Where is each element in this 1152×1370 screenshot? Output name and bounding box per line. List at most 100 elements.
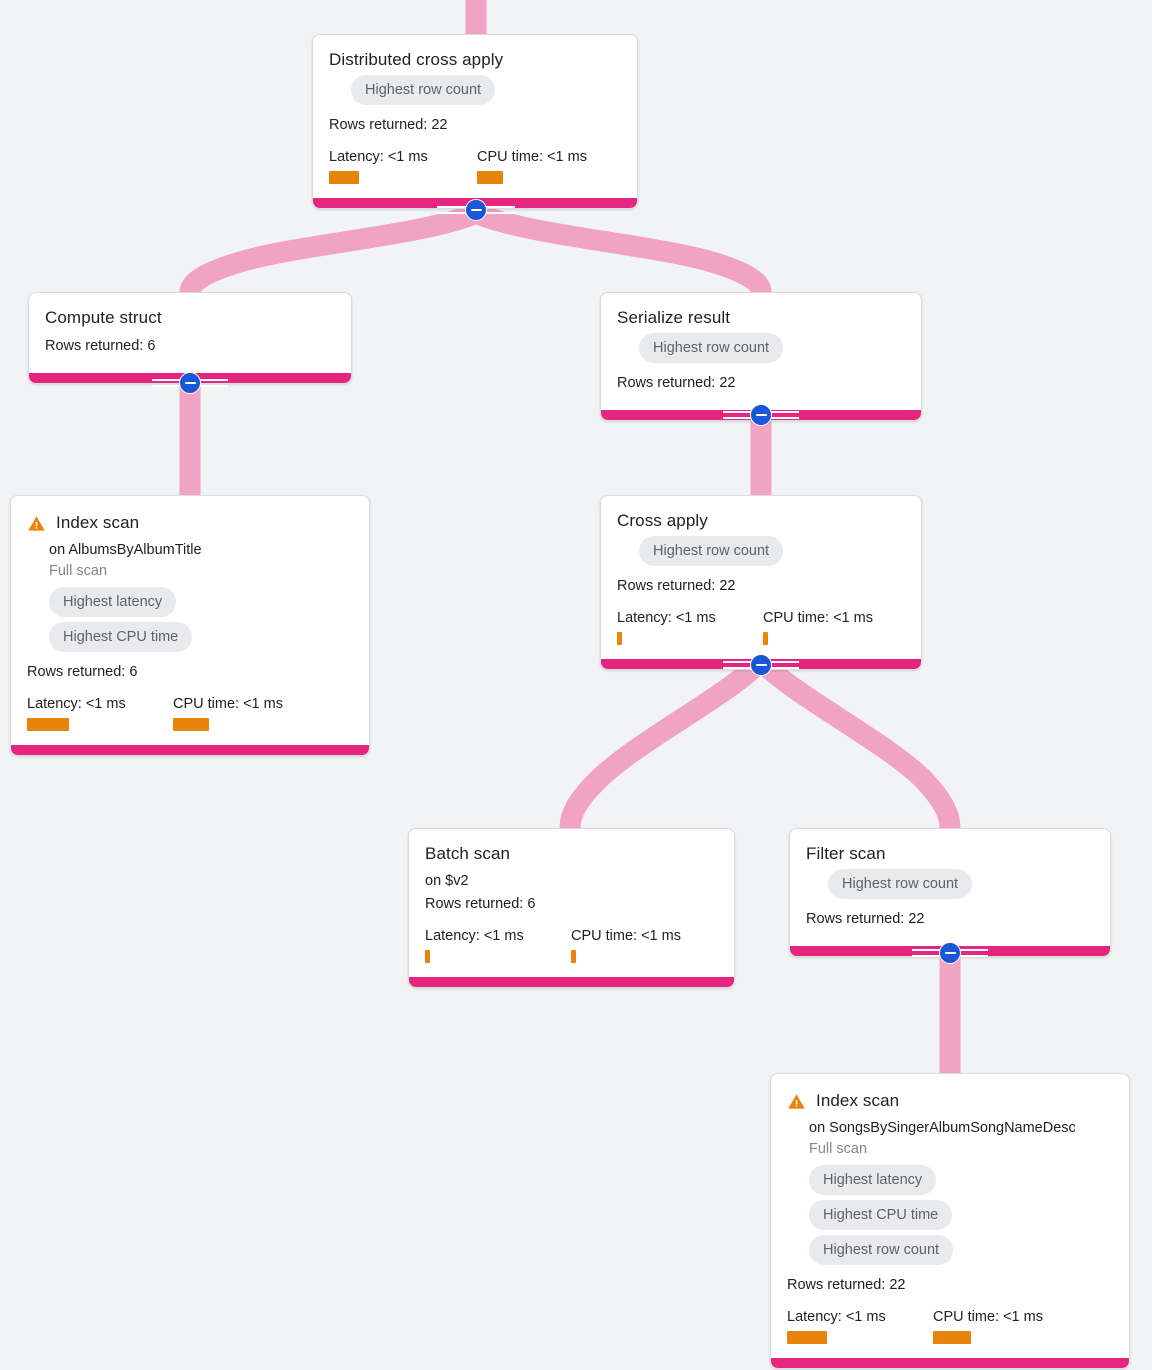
warning-triangle-icon xyxy=(28,515,45,531)
collapse-toggle-distributed-cross-apply[interactable] xyxy=(465,199,487,221)
cpu-label: CPU time: <1 ms xyxy=(933,1309,1043,1325)
edge-cross-apply-filter-scan xyxy=(756,656,961,829)
node-body: Compute struct Rows returned: 6 xyxy=(29,293,351,373)
node-title: Index scan xyxy=(56,513,140,532)
node-body: Index scan on AlbumsByAlbumTitle Full sc… xyxy=(11,496,369,745)
status-badge-highest-row-count: Highest row count xyxy=(639,536,784,566)
badge-row: Highest row count xyxy=(329,75,621,110)
cpu-metric: CPU time: <1 ms xyxy=(173,695,283,731)
rows-returned: Rows returned: 6 xyxy=(425,896,536,912)
latency-metric: Latency: <1 ms xyxy=(425,927,571,963)
node-body: Serialize result Highest row count Rows … xyxy=(601,293,921,410)
latency-metric: Latency: <1 ms xyxy=(27,695,173,731)
node-footer xyxy=(409,977,734,987)
cpu-bar xyxy=(763,632,768,645)
edge-root-compute-struct xyxy=(179,204,478,294)
latency-label: Latency: <1 ms xyxy=(329,149,428,165)
node-index-scan-albums[interactable]: Index scan on AlbumsByAlbumTitle Full sc… xyxy=(10,495,370,756)
cpu-label: CPU time: <1 ms xyxy=(477,149,587,165)
node-title: Filter scan xyxy=(806,844,886,863)
rows-returned: Rows returned: 22 xyxy=(787,1277,906,1293)
badge-row: Highest latency Highest CPU time xyxy=(27,587,353,657)
scan-type: Full scan xyxy=(809,1141,868,1157)
edge-cross-apply-batch-scan xyxy=(559,656,766,829)
cpu-bar xyxy=(571,950,576,963)
node-footer xyxy=(771,1358,1129,1368)
collapse-toggle-filter-scan[interactable] xyxy=(939,942,961,964)
node-title: Serialize result xyxy=(617,308,731,327)
cpu-bar xyxy=(173,718,209,731)
badge-row: Highest row count xyxy=(617,333,905,368)
cpu-label: CPU time: <1 ms xyxy=(173,696,283,712)
index-name: on SongsBySingerAlbumSongNameDesc xyxy=(809,1120,1076,1136)
latency-bar xyxy=(329,171,359,184)
latency-bar xyxy=(617,632,622,645)
node-body: Distributed cross apply Highest row coun… xyxy=(313,35,637,198)
latency-bar xyxy=(27,718,69,731)
cpu-bar xyxy=(477,171,503,184)
cpu-label: CPU time: <1 ms xyxy=(763,610,873,626)
rows-returned: Rows returned: 6 xyxy=(27,664,138,680)
status-badge-highest-row-count: Highest row count xyxy=(809,1235,954,1265)
node-serialize-result[interactable]: Serialize result Highest row count Rows … xyxy=(600,292,922,421)
status-badge-highest-row-count: Highest row count xyxy=(828,869,973,899)
status-badge-highest-cpu-time: Highest CPU time xyxy=(809,1200,953,1230)
node-batch-scan[interactable]: Batch scan on $v2 Rows returned: 6 Laten… xyxy=(408,828,735,988)
latency-metric: Latency: <1 ms xyxy=(617,609,763,645)
node-distributed-cross-apply[interactable]: Distributed cross apply Highest row coun… xyxy=(312,34,638,209)
cpu-bar xyxy=(933,1331,971,1344)
collapse-toggle-serialize-result[interactable] xyxy=(750,404,772,426)
latency-label: Latency: <1 ms xyxy=(27,696,126,712)
node-title: Distributed cross apply xyxy=(329,50,504,69)
node-compute-struct[interactable]: Compute struct Rows returned: 6 xyxy=(28,292,352,384)
latency-metric: Latency: <1 ms xyxy=(329,148,477,184)
node-header: Index scan xyxy=(27,512,353,534)
node-header: Index scan xyxy=(787,1090,1113,1112)
metrics-row: Latency: <1 ms CPU time: <1 ms xyxy=(329,148,621,184)
collapse-toggle-compute-struct[interactable] xyxy=(179,372,201,394)
status-badge-highest-row-count: Highest row count xyxy=(639,333,784,363)
node-cross-apply[interactable]: Cross apply Highest row count Rows retur… xyxy=(600,495,922,670)
node-title: Cross apply xyxy=(617,511,708,530)
cpu-metric: CPU time: <1 ms xyxy=(933,1308,1043,1344)
edge-root-serialize-result xyxy=(474,204,772,294)
rows-returned: Rows returned: 6 xyxy=(45,338,156,354)
metrics-row: Latency: <1 ms CPU time: <1 ms xyxy=(27,695,353,731)
latency-bar xyxy=(787,1331,827,1344)
scan-source: on $v2 xyxy=(425,873,469,889)
node-index-scan-songs[interactable]: Index scan on SongsBySingerAlbumSongName… xyxy=(770,1073,1130,1369)
metrics-row: Latency: <1 ms CPU time: <1 ms xyxy=(425,927,718,963)
badge-row: Highest row count xyxy=(806,869,1094,904)
node-title: Index scan xyxy=(816,1091,900,1110)
rows-returned: Rows returned: 22 xyxy=(617,578,736,594)
node-body: Index scan on SongsBySingerAlbumSongName… xyxy=(771,1074,1129,1358)
latency-label: Latency: <1 ms xyxy=(425,928,524,944)
status-badge-highest-latency: Highest latency xyxy=(49,587,177,617)
status-badge-highest-cpu-time: Highest CPU time xyxy=(49,622,193,652)
node-filter-scan[interactable]: Filter scan Highest row count Rows retur… xyxy=(789,828,1111,957)
node-header: Compute struct xyxy=(45,307,335,329)
node-header: Serialize result xyxy=(617,307,905,329)
cpu-metric: CPU time: <1 ms xyxy=(571,927,681,963)
badge-row: Highest latency Highest CPU time Highest… xyxy=(787,1165,1113,1270)
latency-label: Latency: <1 ms xyxy=(617,610,716,626)
scan-type: Full scan xyxy=(49,563,108,579)
collapse-toggle-cross-apply[interactable] xyxy=(750,654,772,676)
node-header: Cross apply xyxy=(617,510,905,532)
cpu-metric: CPU time: <1 ms xyxy=(477,148,587,184)
node-body: Batch scan on $v2 Rows returned: 6 Laten… xyxy=(409,829,734,977)
index-name: on AlbumsByAlbumTitle xyxy=(49,542,202,558)
rows-returned: Rows returned: 22 xyxy=(617,375,736,391)
node-title: Batch scan xyxy=(425,844,511,863)
status-badge-highest-row-count: Highest row count xyxy=(351,75,496,105)
warning-triangle-icon xyxy=(788,1093,805,1109)
status-badge-highest-latency: Highest latency xyxy=(809,1165,937,1195)
node-header: Batch scan xyxy=(425,843,718,865)
badge-row: Highest row count xyxy=(617,536,905,571)
node-header: Distributed cross apply xyxy=(329,49,621,71)
latency-label: Latency: <1 ms xyxy=(787,1309,886,1325)
metrics-row: Latency: <1 ms CPU time: <1 ms xyxy=(617,609,905,645)
latency-bar xyxy=(425,950,430,963)
node-header: Filter scan xyxy=(806,843,1094,865)
